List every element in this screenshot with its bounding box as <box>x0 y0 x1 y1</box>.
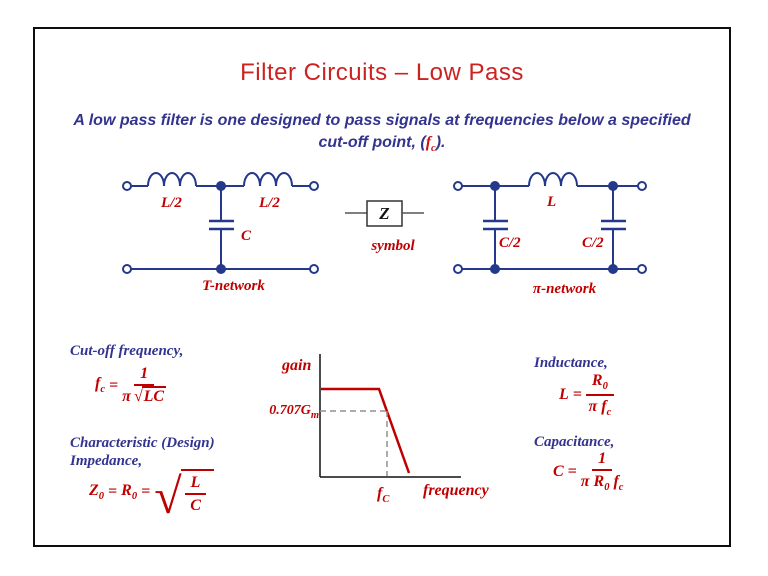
subtitle-line2: cut-off point, (fc). <box>318 134 446 154</box>
slide-frame: Filter Circuits – Low Pass A low pass fi… <box>33 27 731 547</box>
terminal-icon <box>453 181 463 191</box>
formula-lhs: Z0 <box>89 481 105 502</box>
fraction: 1 π√LC <box>122 365 167 406</box>
pi-network-label: π-network <box>532 281 597 297</box>
gain-frequency-graph <box>319 354 461 478</box>
pi-network-circuit <box>453 172 647 274</box>
equals-sign: = <box>141 483 151 501</box>
filter-symbol <box>345 200 424 227</box>
inductor-label-right: L/2 <box>259 195 280 211</box>
terminal-icon <box>122 264 132 274</box>
gain-axis-label: gain <box>282 357 312 374</box>
slide-subtitle: A low pass filter is one designed to pas… <box>35 110 729 160</box>
inductor-coil <box>147 172 197 187</box>
inductor-coil <box>243 172 293 187</box>
junction-dot <box>216 264 226 274</box>
inductance-formula: L = R0 π fc <box>559 372 614 419</box>
formula-lhs: L <box>559 386 569 404</box>
symbol-label: symbol <box>371 238 415 254</box>
inductor-coil <box>528 172 578 187</box>
inductor-label-left: L/2 <box>161 195 182 211</box>
fraction: R0 π fc <box>585 372 614 419</box>
impedance-symbol-letter: Z <box>379 203 390 223</box>
equals-sign: = <box>109 376 119 394</box>
junction-dot <box>490 181 500 191</box>
fraction: 1 π R0 fc <box>580 450 624 494</box>
subtitle-line1: A low pass filter is one designed to pas… <box>73 112 691 129</box>
formula-lhs: C <box>553 463 564 481</box>
inductance-heading: Inductance, <box>534 355 608 371</box>
equals-sign: = <box>567 463 577 481</box>
formula-lhs: fc <box>95 375 105 396</box>
t-network-label: T-network <box>202 278 265 294</box>
terminal-icon <box>453 264 463 274</box>
capacitor-label-right: C/2 <box>582 235 604 251</box>
cutoff-frequency-formula: fc = 1 π√LC <box>95 365 167 407</box>
terminal-icon <box>122 181 132 191</box>
threshold-label: 0.707Gm <box>269 403 319 421</box>
t-network-circuit <box>122 172 319 274</box>
terminal-icon <box>637 181 647 191</box>
frequency-axis-label: frequency <box>423 482 489 499</box>
equals-sign: = <box>108 483 118 501</box>
radicand: L C <box>180 469 215 516</box>
junction-dot <box>608 264 618 274</box>
capacitance-heading: Capacitance, <box>534 434 615 450</box>
impedance-heading-line1: Characteristic (Design) <box>70 435 215 451</box>
cutoff-frequency-tick-label: fC <box>377 485 390 505</box>
terminal-icon <box>637 264 647 274</box>
slide-title: Filter Circuits – Low Pass <box>240 59 524 86</box>
impedance-formula: Z0 = R0 = √ L C <box>89 469 215 521</box>
terminal-icon <box>309 181 319 191</box>
capacitor-label-left: C/2 <box>499 235 521 251</box>
capacitance-formula: C = 1 π R0 fc <box>553 450 623 494</box>
junction-dot <box>216 181 226 191</box>
equals-sign: = <box>572 386 582 404</box>
radical-sign: √ <box>133 388 143 406</box>
impedance-heading-line2: Impedance, <box>70 453 143 469</box>
terminal-icon <box>309 264 319 274</box>
capacitor-label: C <box>241 228 252 244</box>
cutoff-frequency-heading: Cut-off frequency, <box>70 343 184 359</box>
cutoff-frequency-inline-symbol: fc <box>425 134 436 154</box>
junction-dot <box>608 181 618 191</box>
formula-r0: R0 <box>121 481 138 502</box>
junction-dot <box>490 264 500 274</box>
inductor-label: L <box>547 194 557 210</box>
response-curve <box>321 387 411 474</box>
